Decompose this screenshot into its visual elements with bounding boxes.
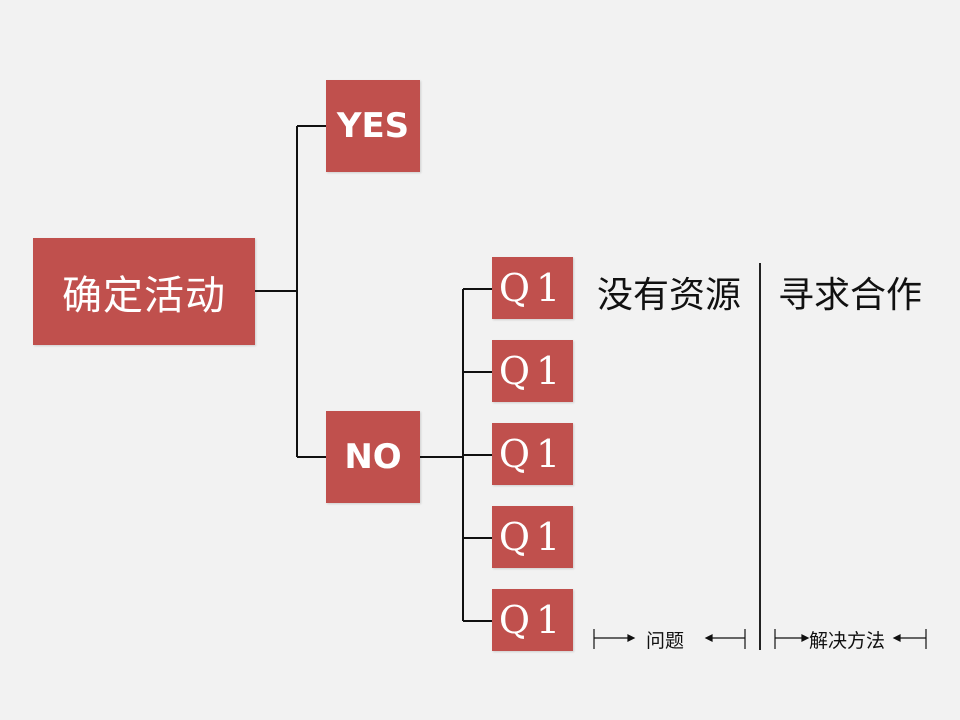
no-node: NO [326, 411, 420, 503]
method-span-marker [774, 629, 927, 649]
method-column-heading: 寻求合作 [778, 275, 923, 316]
question-node-3: Q1 [492, 423, 573, 485]
root-node: 确定活动 [33, 238, 255, 345]
question-label: Q1 [498, 349, 567, 393]
root-node-label: 确定活动 [62, 272, 226, 319]
question-label: Q1 [498, 266, 567, 310]
no-node-label: NO [344, 437, 402, 477]
question-node-5: Q1 [492, 589, 573, 651]
question-label: Q1 [498, 598, 567, 642]
column-divider [759, 263, 761, 650]
problem-span-marker [593, 629, 746, 649]
method-column-footer: 解决方法 [809, 630, 886, 652]
question-label: Q1 [498, 515, 567, 559]
question-label: Q1 [498, 432, 567, 476]
question-node-4: Q1 [492, 506, 573, 568]
yes-node: YES [326, 80, 420, 172]
question-node-2: Q1 [492, 340, 573, 402]
question-node-1: Q1 [492, 257, 573, 319]
problem-column-footer: 问题 [646, 630, 685, 652]
problem-column-heading: 没有资源 [597, 275, 742, 316]
yes-node-label: YES [336, 106, 410, 146]
